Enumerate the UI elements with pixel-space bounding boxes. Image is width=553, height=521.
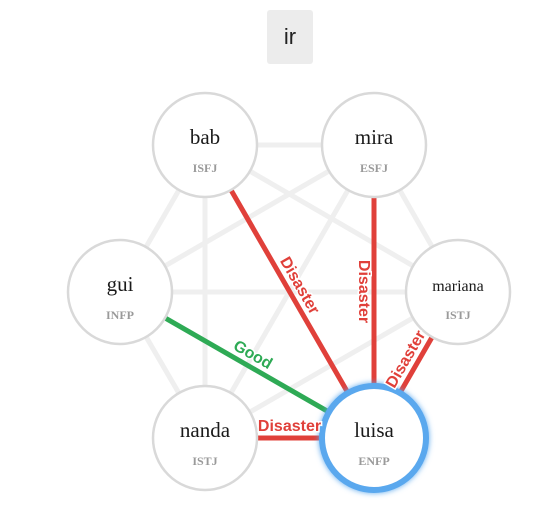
node-circle (151, 91, 259, 199)
person-nodes: babISFJmiraESFJguiINFPmarianaISTJnandaIS… (66, 91, 512, 493)
node-circle (151, 384, 259, 492)
node-type: ESFJ (360, 161, 388, 175)
node-type: ISTJ (445, 308, 470, 322)
node-name: gui (107, 272, 134, 296)
edge-gui-luisa[interactable] (163, 315, 331, 415)
node-name: mariana (432, 278, 484, 295)
ir-button[interactable]: ir (267, 10, 313, 64)
edge-bab-luisa[interactable] (228, 188, 351, 395)
node-name: mira (355, 125, 394, 149)
node-type: ENFP (358, 454, 389, 468)
edge-mariana-luisa[interactable] (397, 335, 435, 395)
node-circle (404, 238, 512, 346)
selected-ring (319, 383, 429, 493)
edge-label-mira-luisa: Disaster (355, 260, 372, 323)
node-circle (320, 91, 428, 199)
node-name: nanda (180, 418, 231, 442)
node-name: bab (190, 125, 220, 149)
node-name: luisa (354, 418, 394, 442)
node-type: ISTJ (192, 454, 217, 468)
node-type: INFP (106, 308, 134, 322)
node-circle (66, 238, 174, 346)
edge-label-nanda-luisa: Disaster (258, 418, 321, 435)
highlighted-edges (163, 188, 435, 441)
node-type: ISFJ (193, 161, 218, 175)
